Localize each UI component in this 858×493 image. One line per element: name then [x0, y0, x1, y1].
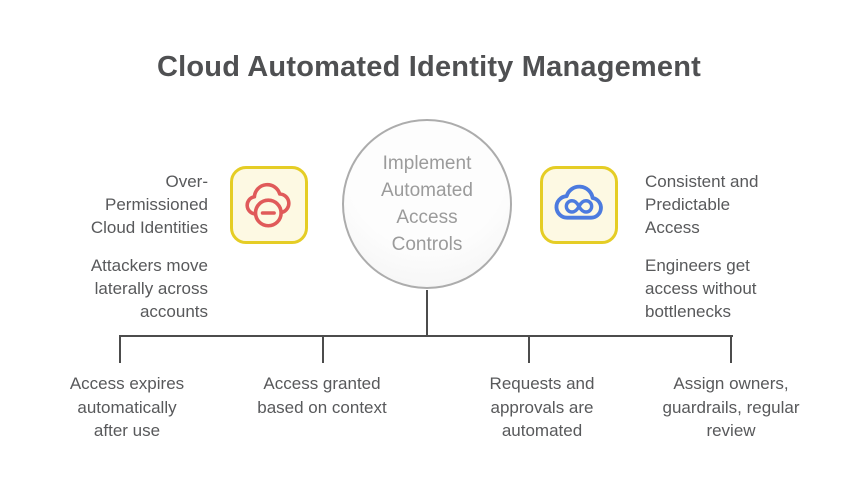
connector-drop-3 — [528, 336, 530, 363]
right-icon-box — [540, 166, 618, 244]
connector-horizontal-bar — [119, 335, 733, 337]
center-node: Implement Automated Access Controls — [342, 119, 512, 289]
connector-drop-1 — [119, 336, 121, 363]
center-node-label: Implement Automated Access Controls — [381, 153, 473, 255]
page-title: Cloud Automated Identity Management — [156, 51, 702, 83]
creative-cloud-icon — [554, 184, 603, 220]
bottom-item-label-4: Assign owners, guardrails, regular revie… — [662, 374, 800, 440]
right-description: Engineers get access without bottlenecks — [645, 256, 757, 321]
bottom-item-label-1: Access expires automatically after use — [69, 374, 185, 440]
connector-drop-2 — [322, 336, 324, 363]
bottom-item-label-3: Requests and approvals are automated — [489, 374, 595, 440]
left-heading: Over- Permissioned Cloud Identities — [90, 172, 208, 237]
connector-center-stub — [426, 290, 428, 336]
left-description: Attackers move laterally across accounts — [90, 256, 208, 321]
bottom-item-label-2: Access granted based on context — [257, 374, 387, 417]
cloud-remove-icon — [245, 182, 291, 228]
right-heading: Consistent and Predictable Access — [645, 172, 759, 237]
left-icon-box — [230, 166, 308, 244]
connector-drop-4 — [730, 336, 732, 363]
